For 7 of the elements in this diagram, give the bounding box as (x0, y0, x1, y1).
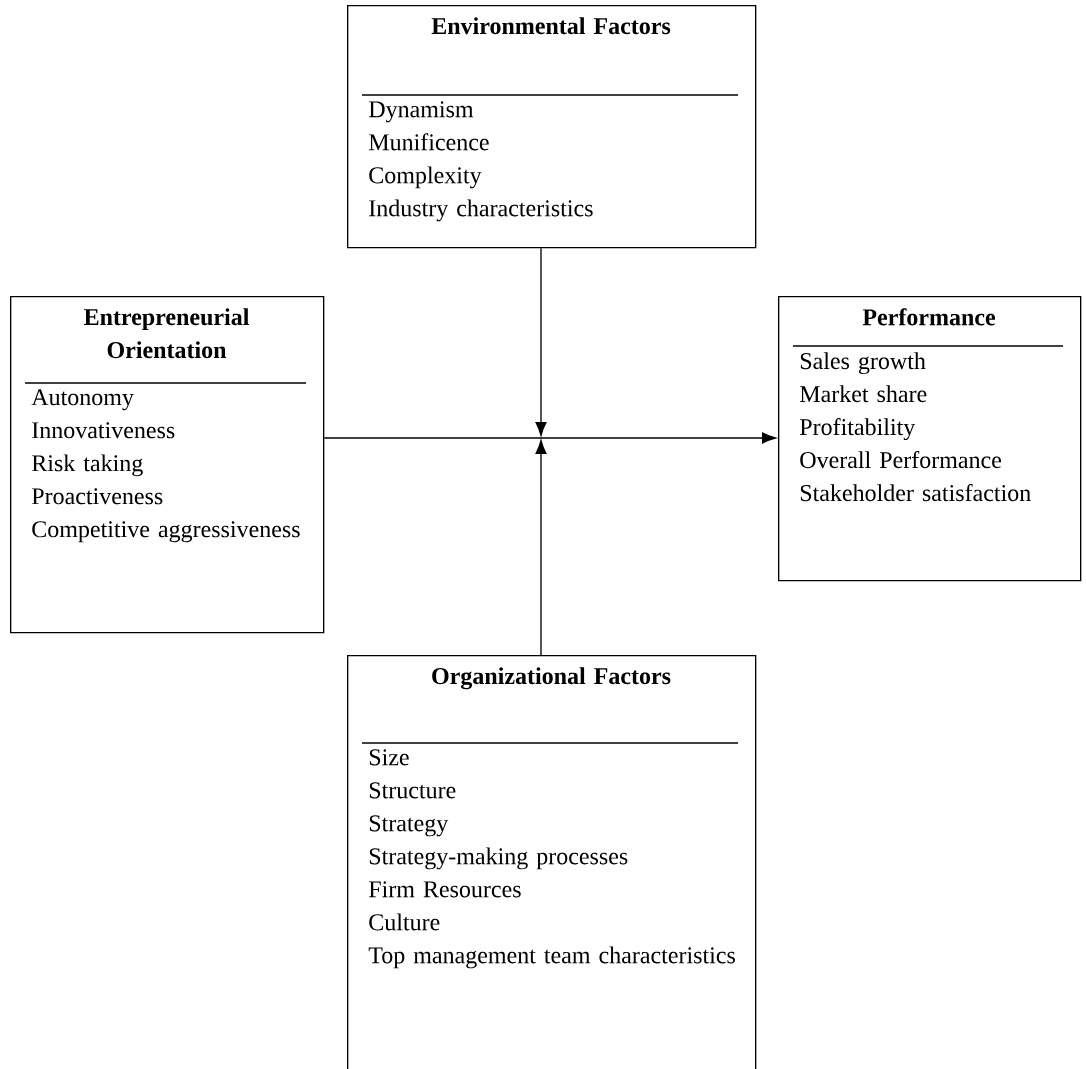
factor-box: Performance Sales growth Market share Profitability Overall Performance Stakeholder satisfaction (778, 296, 1082, 582)
factor-box: Environmental Factors Dynamism Munificence Complexity Industry characteristics (347, 5, 757, 249)
arrow (535, 247, 547, 436)
factor-box: Organizational Factors Size Structure Strategy Strategy-making processes Firm Resources Culture Top management team characteristics (347, 655, 757, 1069)
factor-box: Entrepreneurial Orientation Autonomy Innovativeness Risk taking Proactiveness Competitive aggressiveness (10, 296, 325, 634)
arrow (323, 432, 776, 444)
arrow (535, 440, 547, 656)
